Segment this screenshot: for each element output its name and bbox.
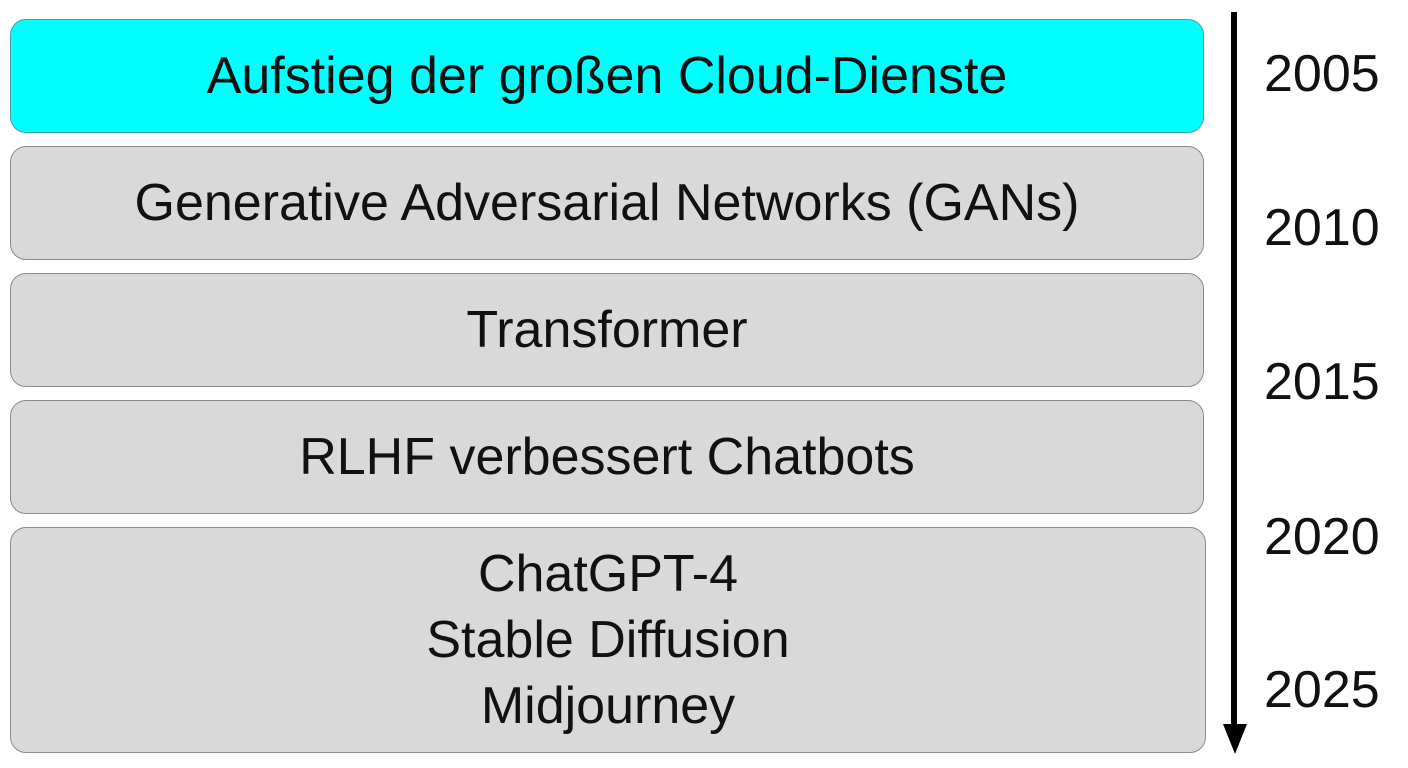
timeline-box-generative-models: ChatGPT-4 Stable Diffusion Midjourney: [10, 527, 1206, 753]
timeline-box-label: Transformer: [466, 300, 748, 359]
time-axis-arrow: [1223, 12, 1247, 754]
year-label-2025: 2025: [1264, 661, 1380, 719]
timeline-box-label: Generative Adversarial Networks (GANs): [134, 173, 1080, 232]
timeline-box-transformer: Transformer: [10, 273, 1204, 387]
year-label-2005: 2005: [1264, 45, 1380, 103]
arrow-down-icon: [1223, 724, 1247, 754]
year-label-2020: 2020: [1264, 508, 1380, 566]
timeline-box-label: RLHF verbessert Chatbots: [299, 427, 915, 486]
timeline-box-label: ChatGPT-4: [477, 544, 739, 603]
timeline-box-gans: Generative Adversarial Networks (GANs): [10, 146, 1204, 260]
year-label-2010: 2010: [1264, 199, 1380, 257]
timeline-box-rlhf: RLHF verbessert Chatbots: [10, 400, 1204, 514]
year-label-2015: 2015: [1264, 353, 1380, 411]
timeline-box-cloud-services: Aufstieg der großen Cloud-Dienste: [10, 19, 1204, 133]
timeline-box-label: Midjourney: [480, 677, 736, 736]
timeline-box-label: Aufstieg der großen Cloud-Dienste: [206, 46, 1008, 105]
timeline-box-label: Stable Diffusion: [426, 610, 790, 669]
